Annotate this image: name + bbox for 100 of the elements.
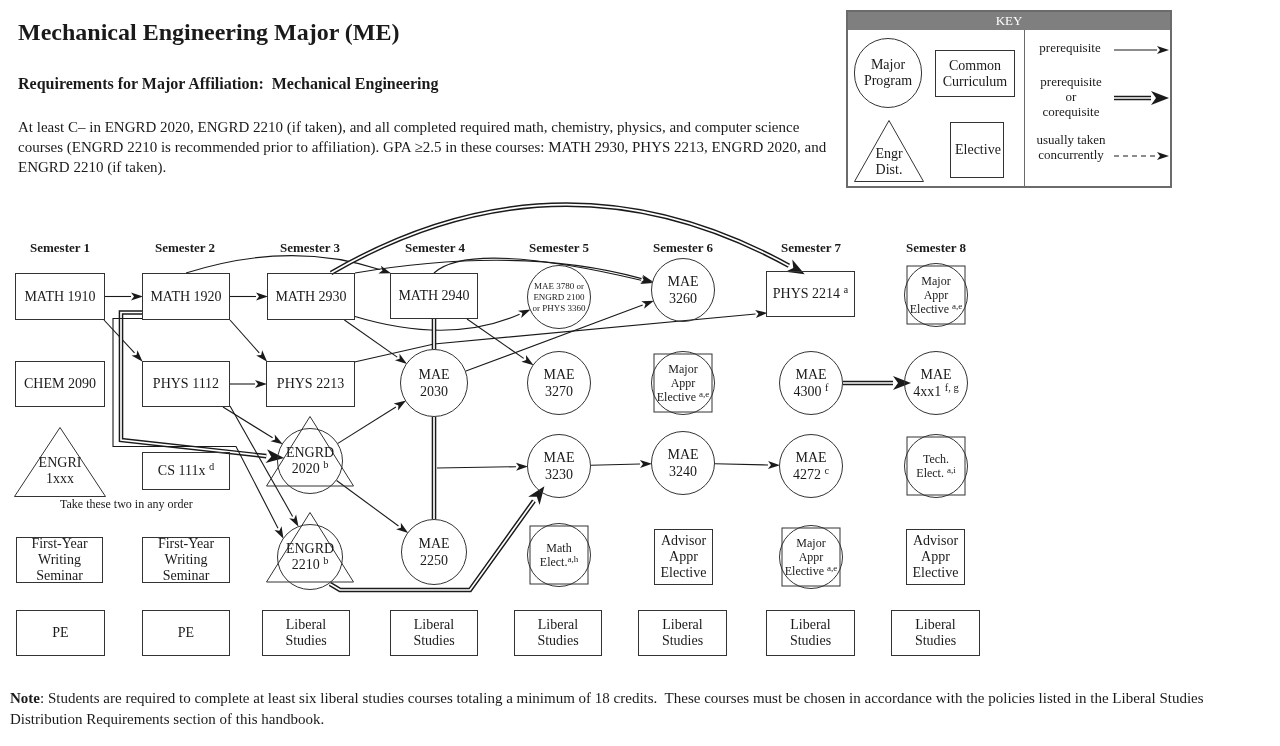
arrow <box>433 257 653 285</box>
elective-square-circle <box>904 434 968 498</box>
course-label: MATH 1910 <box>23 288 97 305</box>
course-box <box>766 610 855 656</box>
course-label: ENGRD 2210 $^{b}$ <box>284 541 336 573</box>
course-label: First-Year Writing Seminar <box>156 536 216 584</box>
double-arrow <box>118 310 285 464</box>
legend-label: Elective <box>955 142 999 158</box>
course-label: Liberal Studies <box>536 617 580 649</box>
course-label: MATH 2940 <box>397 288 471 304</box>
semester-heading: Semester 4 <box>405 239 465 257</box>
course-box <box>638 610 727 656</box>
course-label: MAE 4300 $^{f}$ <box>792 366 830 400</box>
arrow <box>112 317 284 539</box>
course-label: Tech. Elect. $^{a,i}$ <box>915 452 957 480</box>
course-label: PHYS 2214 $^{a}$ <box>771 286 850 302</box>
course-label: PHYS 1112 <box>151 376 221 392</box>
arrow <box>185 255 392 274</box>
semester-heading: Semester 6 <box>653 239 713 257</box>
legend-header: KEY <box>848 12 1170 30</box>
arrow <box>336 479 409 534</box>
course-box <box>15 273 105 320</box>
course-label: Math Elect.$^{a,h}$ <box>538 541 580 569</box>
course-label: ENGRI 1xxx <box>37 455 83 487</box>
course-label: MAE 2250 <box>417 535 451 569</box>
course-box <box>514 610 602 656</box>
arrow <box>229 292 268 301</box>
course-label: Major Appr Elective $^{a,e}$ <box>655 362 711 404</box>
footnote-text: Note: Students are required to complete at least six liberal studies courses totaling a minimum of 18 credits. These courses must be chosen in accordance with the policies listed in the Liberal Studies Distribution Requirements section of this handbook. <box>10 689 1205 729</box>
course-label: Major Appr Elective $^{a,e}$ <box>783 536 839 578</box>
course-box <box>142 537 230 583</box>
course-label: Major Appr Elective $^{a,e}$ <box>908 274 964 316</box>
semester-heading: Semester 1 <box>30 239 90 257</box>
course-label: MAE 3240 <box>666 446 700 480</box>
course-triangle <box>14 427 106 497</box>
arrow <box>590 460 652 468</box>
arrow <box>343 319 407 364</box>
legend-label: Major Program <box>862 57 914 89</box>
course-label: MAE 2030 <box>417 366 451 400</box>
double-line <box>431 416 437 520</box>
subheading: Requirements for Major Affiliation: Mechanical Engineering <box>18 74 439 95</box>
elective-square-circle <box>651 351 715 415</box>
course-label: CHEM 2090 <box>23 376 97 392</box>
semester-heading: Semester 2 <box>155 239 215 257</box>
semester-heading: Semester 8 <box>906 239 966 257</box>
elective-square-circle <box>779 525 843 589</box>
arrow <box>104 292 143 301</box>
course-label: PHYS 2213 <box>275 376 346 392</box>
arrow <box>222 406 283 445</box>
legend-label: prerequisite <box>1038 40 1102 55</box>
double-line <box>431 318 437 350</box>
course-label: MAE 3780 or ENGRD 2100 or PHYS 3360 <box>532 280 586 314</box>
arrow <box>103 319 143 362</box>
course-label: Liberal Studies <box>788 617 833 649</box>
course-triangle-circle <box>266 512 354 590</box>
course-label: MAE 4xx1 $^{f, g}$ <box>912 366 960 400</box>
course-box <box>142 610 230 656</box>
course-label: First-Year Writing Seminar <box>30 536 89 584</box>
legend-label: Engr Dist. <box>874 146 904 178</box>
course-box <box>390 610 478 656</box>
course-label: Liberal Studies <box>412 617 456 649</box>
arrow <box>466 318 534 366</box>
semester-heading: Semester 3 <box>280 239 340 257</box>
course-label: MAE 3260 <box>666 273 700 307</box>
arrow <box>337 400 407 444</box>
course-label: Liberal Studies <box>913 617 958 649</box>
course-box <box>267 273 355 320</box>
course-box <box>16 610 105 656</box>
requirements-text: At least C– in ENGRD 2020, ENGRD 2210 (if taken), and all completed required math, chemistry, physics, and computer science courses (ENGRD 2210 is recommended prior to affiliation). GPA ≥2.5 in these courses: MATH 2930, PHYS 2213, ENGRD 2020, and ENGRD 2210 (if taken). <box>18 118 828 177</box>
course-box <box>142 361 230 407</box>
double-arrow <box>328 486 545 593</box>
course-box <box>15 361 105 407</box>
course-label: Liberal Studies <box>284 617 328 649</box>
course-label: MATH 2930 <box>274 288 348 305</box>
course-label: MATH 1920 <box>149 288 223 305</box>
arrow <box>436 462 528 471</box>
course-label: Liberal Studies <box>660 617 705 649</box>
arrow <box>353 310 768 363</box>
elective-square-circle <box>904 263 968 327</box>
arrow <box>714 461 780 469</box>
title: Mechanical Engineering Major (ME) <box>18 18 400 47</box>
course-label: Advisor Appr Elective <box>911 533 960 581</box>
legend-label: usually taken concurrently <box>1036 132 1106 162</box>
semester-heading: Semester 5 <box>529 239 589 257</box>
arrow <box>354 259 654 283</box>
course-label: MAE 4272 $^{c}$ <box>791 449 831 483</box>
course-label: Advisor Appr Elective <box>659 533 708 581</box>
course-box <box>262 610 350 656</box>
note-text: Take these two in any order <box>60 496 193 513</box>
course-box <box>390 273 478 319</box>
elective-square-circle <box>527 523 591 587</box>
course-label: PE <box>176 625 196 641</box>
course-box <box>891 610 980 656</box>
double-arrow <box>842 376 911 390</box>
course-box <box>766 271 855 317</box>
legend-label: Common Curriculum <box>941 57 1009 90</box>
arrow <box>229 319 268 362</box>
course-box <box>266 361 355 407</box>
semester-heading: Semester 7 <box>781 239 841 257</box>
arrow <box>229 380 267 388</box>
